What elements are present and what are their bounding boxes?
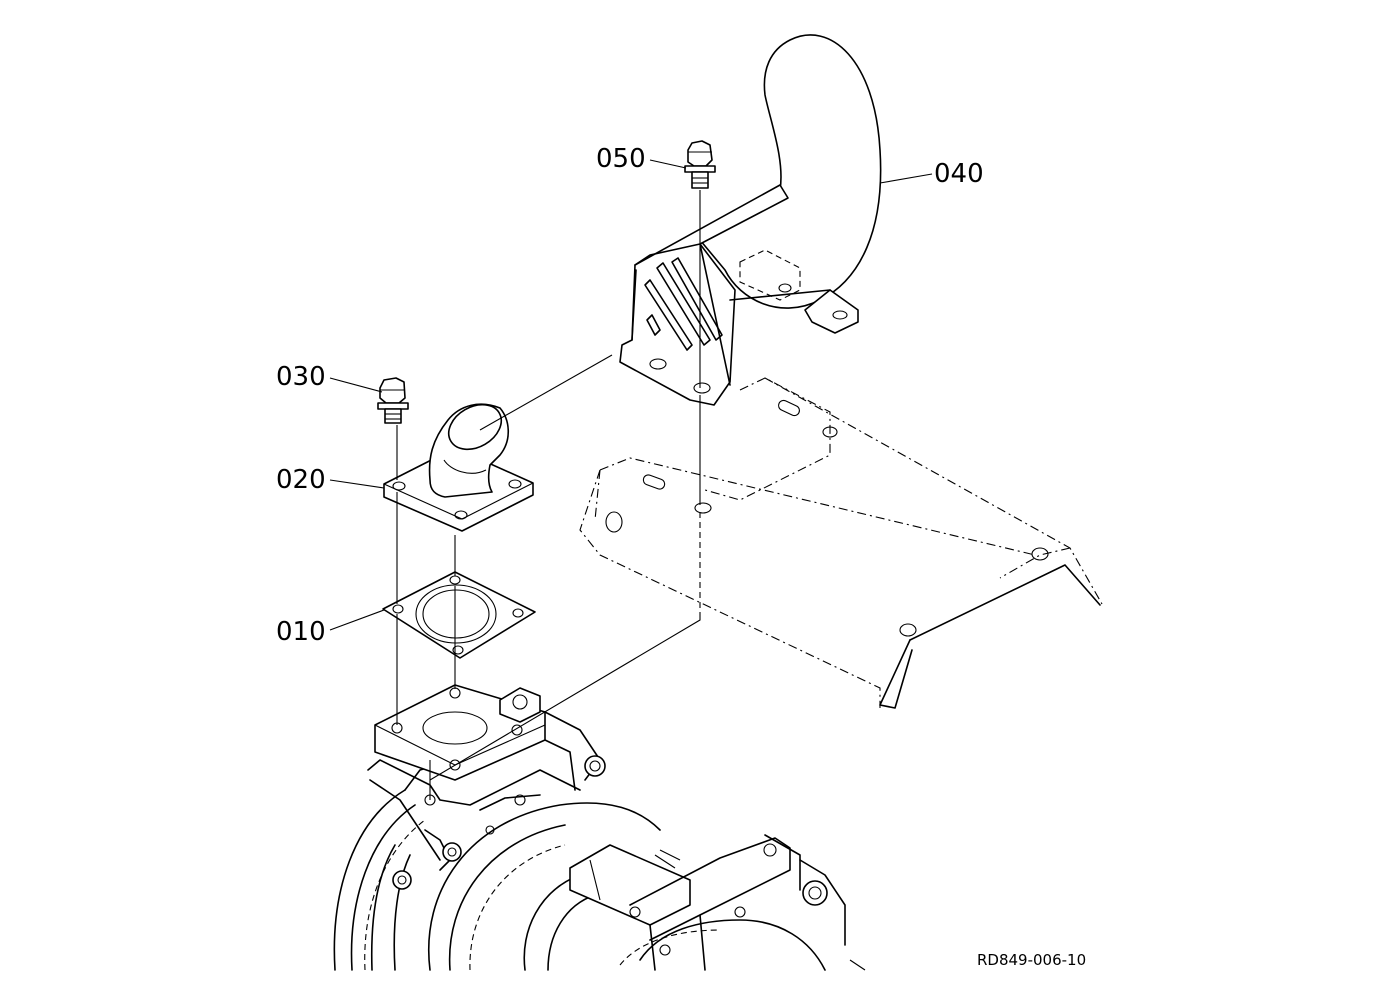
assembly-lines [396, 190, 701, 800]
heat-shield-cover [579, 377, 1103, 709]
label-010: 010 [276, 617, 326, 647]
elbow-adapter-020 [383, 403, 534, 532]
label-020: 020 [276, 465, 326, 495]
bolt-050 [684, 140, 716, 189]
leader-lines [329, 159, 933, 631]
gasket-010 [382, 571, 536, 659]
exhaust-pipe-040 [619, 34, 882, 406]
bolt-030 [377, 377, 409, 424]
label-030: 030 [276, 362, 326, 392]
engine-turbo-base [333, 684, 866, 971]
label-050: 050 [596, 144, 646, 174]
reference-code: RD849-006-10 [977, 951, 1086, 969]
label-040: 040 [934, 159, 984, 189]
